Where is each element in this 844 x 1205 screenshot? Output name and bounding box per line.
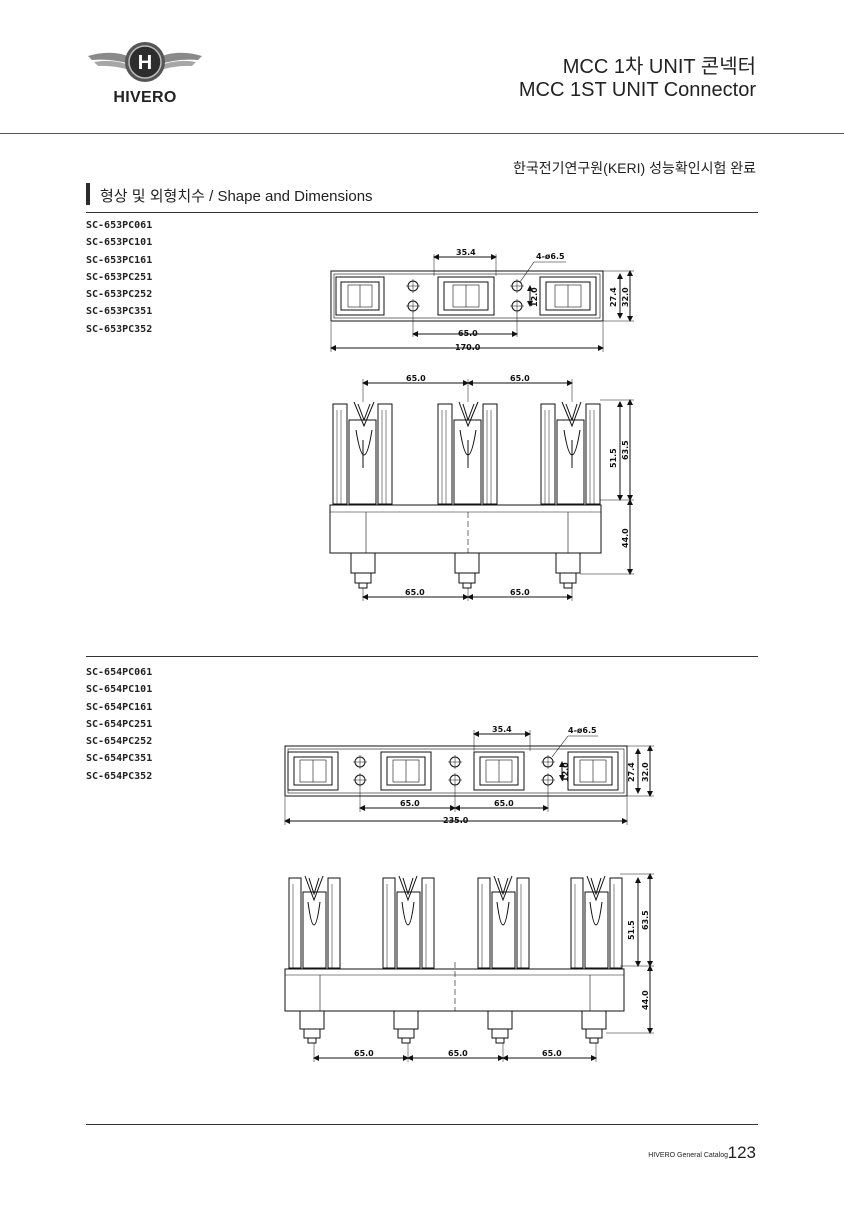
section-marker	[86, 183, 90, 205]
page-title-korean: MCC 1차 UNIT 콘넥터	[562, 56, 756, 78]
dim-label: 65.0	[542, 1049, 562, 1058]
dim-label: 65.0	[405, 588, 425, 597]
brand-name: HIVERO	[113, 89, 177, 106]
model-number: SC-654PC061	[86, 667, 153, 678]
dim-label: 63.5	[621, 440, 630, 460]
dim-label: 32.0	[641, 762, 650, 782]
model-number: SC-654PC251	[86, 718, 153, 730]
blade-assembly	[288, 875, 341, 969]
model-number: SC-653PC252	[86, 289, 153, 301]
page-title-english: MCC 1ST UNIT Connector	[518, 79, 756, 101]
dim-label: 4-ø6.5	[568, 726, 597, 735]
connector-module	[287, 751, 339, 791]
dim-label: 65.0	[406, 374, 426, 383]
dim-label: 51.5	[609, 448, 618, 468]
model-number: SC-654PC161	[86, 701, 153, 713]
dim-label: 32.0	[621, 287, 630, 307]
section-divider	[86, 212, 758, 213]
page-number: 123	[727, 1143, 756, 1162]
dim-label: 65.0	[510, 374, 530, 383]
model-number: SC-654PC351	[86, 753, 153, 765]
dim-label: 27.4	[627, 762, 636, 782]
dim-label: 170.0	[455, 343, 481, 352]
dim-label: 12.0	[530, 287, 539, 307]
svg-text:H: H	[138, 52, 152, 74]
dim-label: 65.0	[354, 1049, 374, 1058]
front-view-654	[284, 873, 654, 1062]
connector-module	[380, 751, 432, 791]
blade-assembly	[570, 875, 623, 969]
footer-divider	[86, 1124, 758, 1125]
dim-label: 44.0	[621, 528, 630, 548]
dim-label: 65.0	[400, 799, 420, 808]
model-number: SC-653PC351	[86, 306, 153, 318]
blade-assembly	[437, 401, 498, 505]
connector-module	[335, 276, 385, 316]
top-view-654	[284, 730, 654, 825]
front-view-653	[329, 379, 634, 601]
model-number: SC-653PC061	[86, 220, 153, 231]
model-list-653: SC-653PC061 SC-653PC101 SC-653PC161 SC-6…	[86, 217, 152, 338]
model-number: SC-654PC352	[86, 770, 153, 782]
blade-assembly	[332, 401, 393, 505]
connector-module	[539, 276, 597, 316]
dim-label: 65.0	[448, 1049, 468, 1058]
dim-label: 51.5	[627, 920, 636, 940]
dim-label: 65.0	[494, 799, 514, 808]
certification-note: 한국전기연구원(KERI) 성능확인시험 완료	[513, 160, 756, 176]
connector-module	[437, 276, 495, 316]
dim-label: 4-ø6.5	[536, 252, 565, 261]
blade-assembly	[382, 875, 435, 969]
model-list-654: SC-654PC061 SC-654PC101 SC-654PC161 SC-6…	[86, 664, 152, 785]
dim-label: 27.4	[609, 287, 618, 307]
dim-label: 65.0	[510, 588, 530, 597]
model-number: SC-653PC101	[86, 237, 153, 249]
dim-label: 63.5	[641, 910, 650, 930]
blade-assembly	[477, 875, 530, 969]
group-divider	[86, 656, 758, 657]
section-title: 형상 및 외형치수 / Shape and Dimensions	[100, 188, 373, 205]
dim-label: 35.4	[456, 248, 476, 257]
dim-label: 235.0	[443, 816, 469, 825]
dim-label: 65.0	[458, 329, 478, 338]
blade-assembly	[540, 401, 601, 505]
dim-label: 12.0	[561, 762, 570, 782]
connector-module	[567, 751, 619, 791]
model-number: SC-653PC352	[86, 323, 153, 335]
connector-module	[473, 751, 525, 791]
model-number: SC-654PC101	[86, 684, 153, 696]
dim-label: 35.4	[492, 725, 512, 734]
top-view-653	[330, 254, 634, 352]
model-number: SC-654PC252	[86, 736, 153, 748]
header-divider	[0, 133, 844, 134]
hivero-logo-icon: H	[86, 38, 204, 110]
footer-catalog-name: HIVERO General Catalog	[648, 1152, 728, 1159]
model-number: SC-653PC161	[86, 254, 153, 266]
dim-label: 44.0	[641, 990, 650, 1010]
model-number: SC-653PC251	[86, 271, 153, 283]
